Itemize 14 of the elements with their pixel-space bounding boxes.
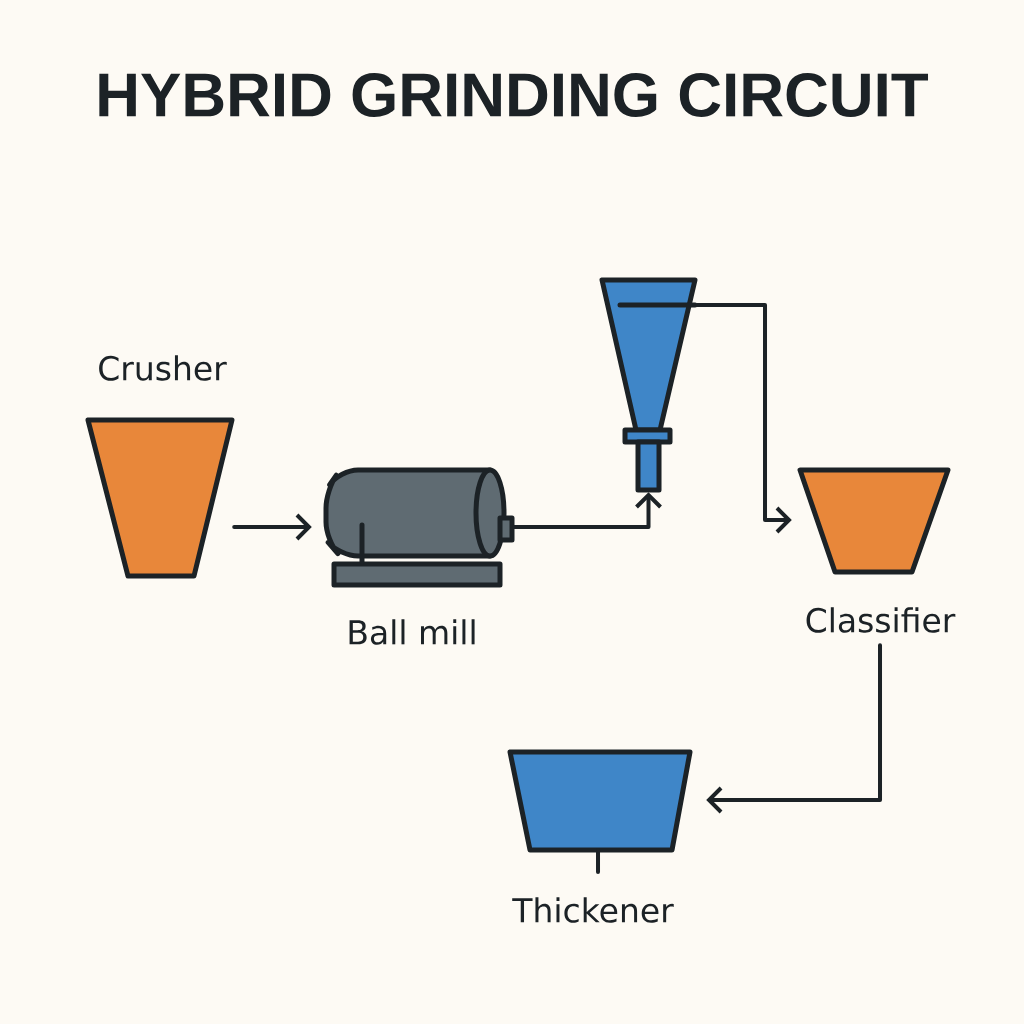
classifier-tank: Classifier [797, 467, 956, 633]
title: HYBRID GRINDING CIRCUIT [99, 73, 928, 117]
node-label: Crusher [99, 355, 227, 381]
arrow [512, 492, 662, 529]
hydrocyclone [599, 277, 698, 493]
node-label: Thickener [512, 897, 674, 923]
thickener-tank: Thickener [507, 749, 693, 923]
node-label: Ball mill [349, 619, 475, 645]
crusher-hopper: Crusher [85, 355, 235, 579]
ball-mill: Ball mill [323, 467, 515, 645]
arrow [232, 513, 312, 541]
node-label: Classifier [806, 607, 956, 633]
arrow [695, 303, 792, 534]
arrow [706, 643, 882, 814]
